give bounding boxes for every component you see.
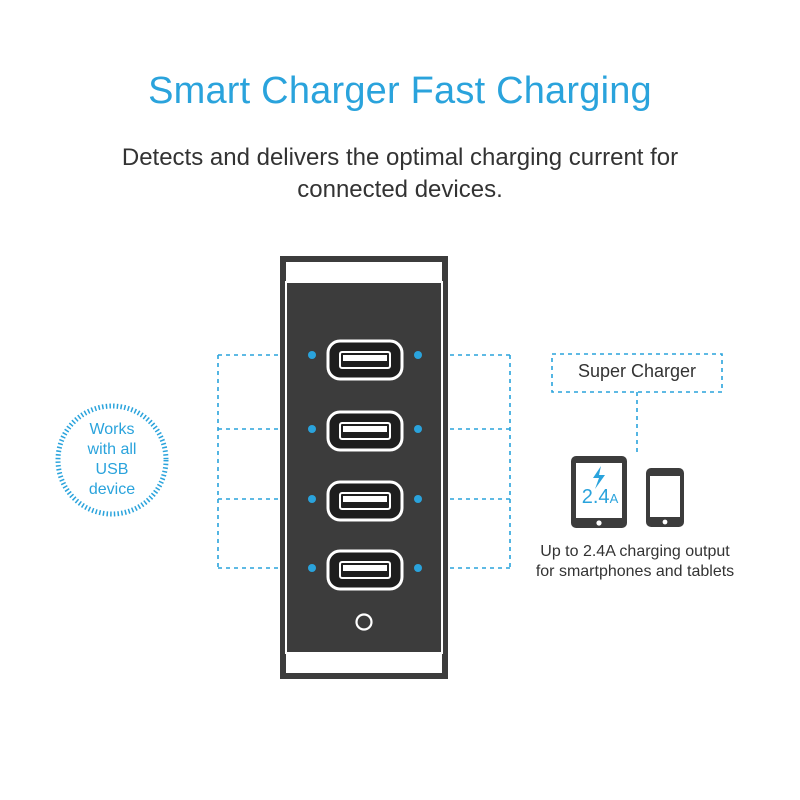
badge-line: with all [87, 441, 137, 458]
amp-value: 2.4 [581, 486, 610, 508]
connector-dots [308, 351, 422, 572]
badge-label: Works with all USB device [60, 420, 164, 500]
lightning-icon [593, 466, 605, 489]
usb-port-icon [326, 480, 404, 522]
charger-body [280, 256, 448, 679]
amp-unit: A [609, 491, 619, 506]
caption-line: for smartphones and tablets [535, 563, 735, 580]
badge-line: device [88, 481, 136, 498]
power-indicator-icon [355, 613, 373, 631]
caption-line: Up to 2.4A charging output [540, 543, 730, 560]
usb-port-icon [326, 549, 404, 591]
tablet-amp-readout: 2.4A [574, 486, 626, 509]
page-subtitle: Detects and delivers the optimal chargin… [121, 144, 679, 203]
page-title: Smart Charger Fast Charging [148, 70, 652, 112]
smartphone-icon [646, 468, 684, 527]
badge-line: USB [95, 461, 129, 478]
super-charger-label: Super Charger [577, 361, 697, 381]
charging-caption: Up to 2.4A charging output for smartphon… [510, 542, 760, 582]
usb-port-icon [326, 339, 404, 381]
circle-badge-icon [55, 403, 169, 517]
connector-lines [217, 353, 723, 569]
badge-line: Works [89, 421, 135, 438]
usb-port-icon [326, 410, 404, 452]
